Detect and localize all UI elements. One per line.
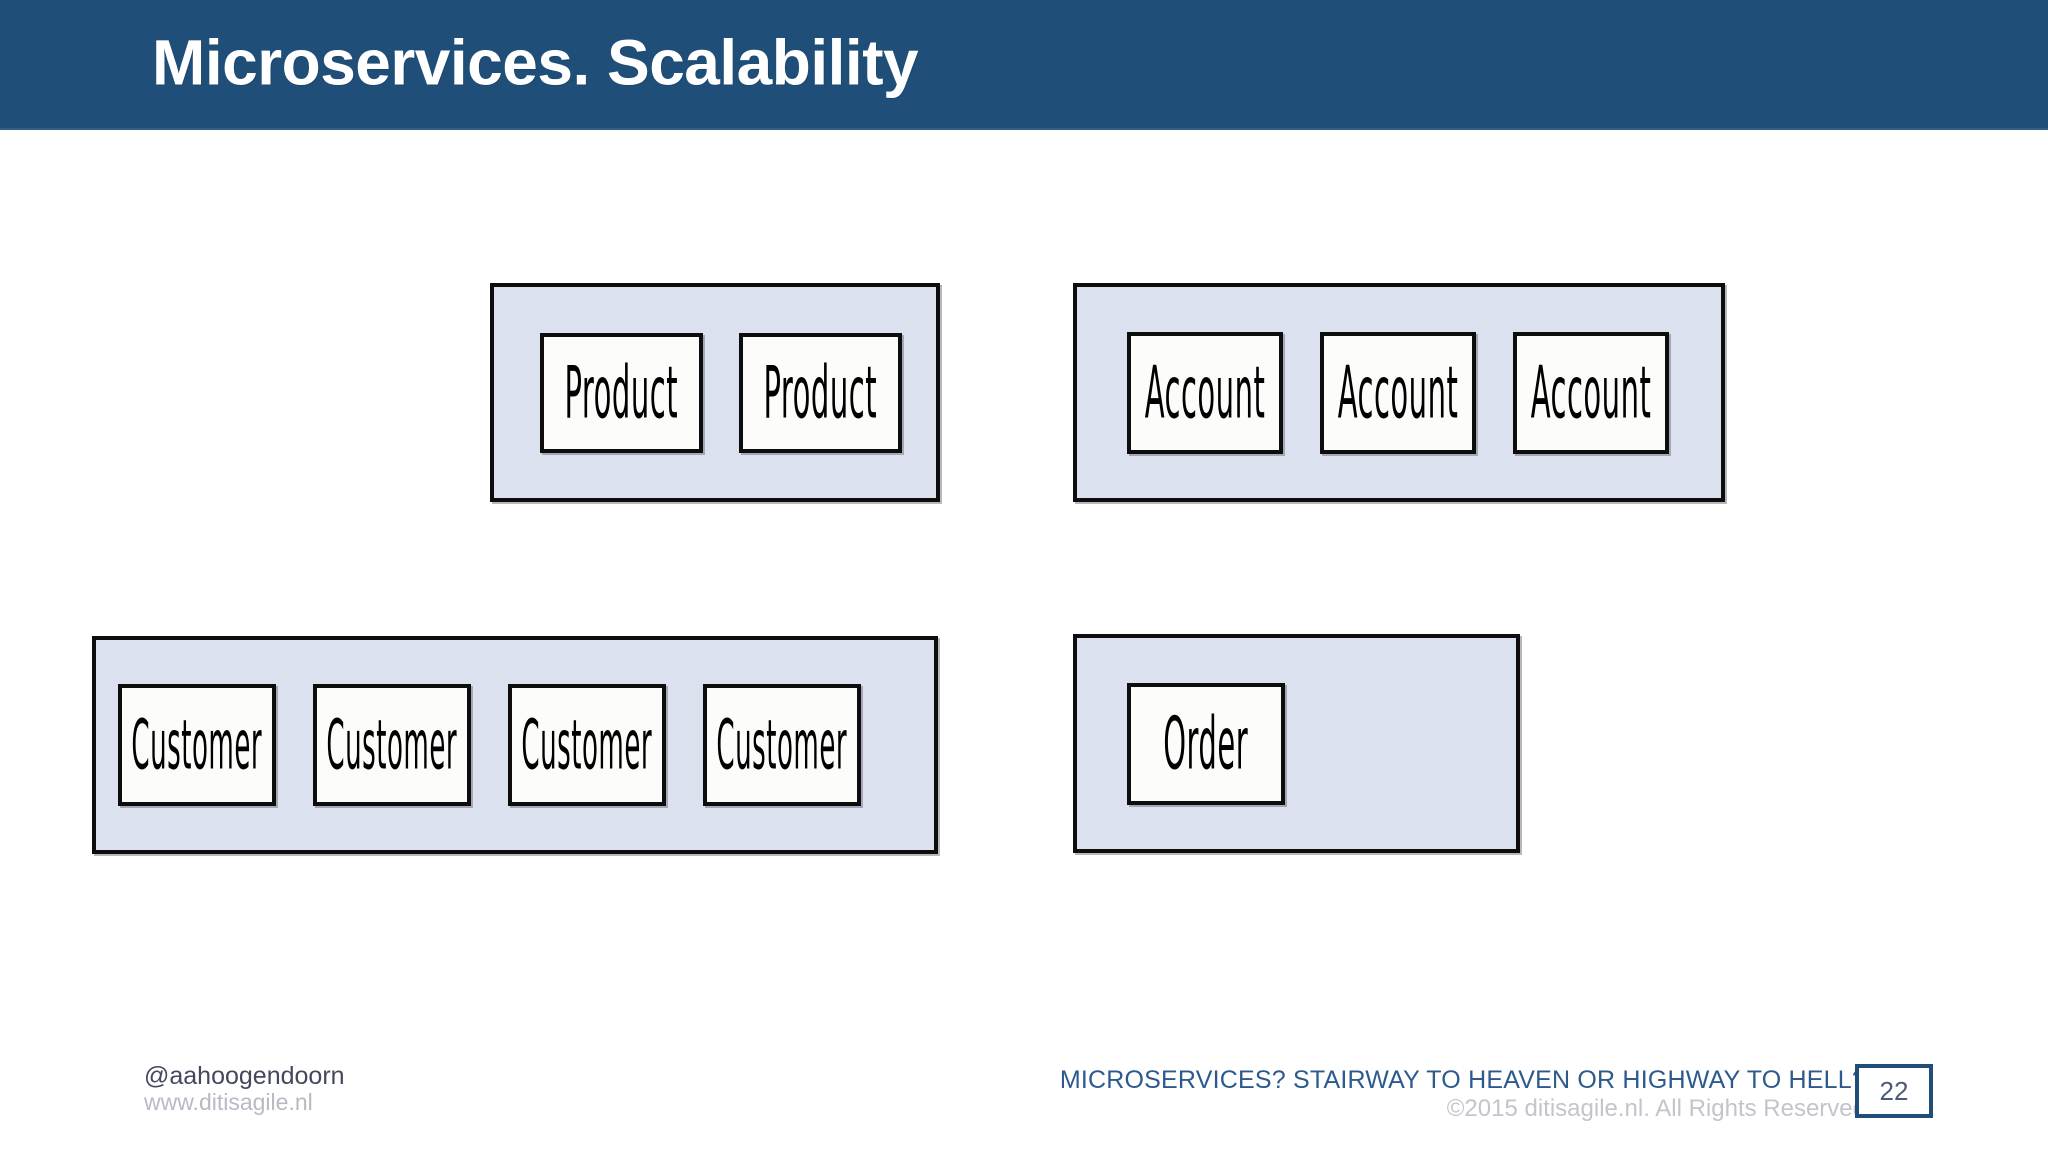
footer-right: MICROSERVICES? STAIRWAY TO HEAVEN OR HIG…: [1060, 1066, 1866, 1123]
page-number: 22: [1879, 1075, 1909, 1106]
service-instance-account[interactable]: Account: [1513, 331, 1669, 454]
page-title: Microservices. Scalability: [152, 26, 919, 99]
service-instance-label: Customer: [326, 704, 458, 786]
instance-list-account: Account Account Account: [1077, 331, 1669, 454]
author-website: www.ditisagile.nl: [144, 1089, 313, 1116]
service-instance-customer[interactable]: Customer: [508, 684, 666, 806]
instance-list-customer: Customer Customer Customer Customer: [96, 684, 861, 806]
service-instance-label: Customer: [716, 704, 848, 786]
service-instance-account[interactable]: Account: [1127, 331, 1283, 454]
footer-left: @aahoogendoorn www.ditisagile.nl: [144, 1062, 345, 1116]
service-instance-label: Account: [1337, 349, 1459, 435]
service-instance-label: Order: [1163, 700, 1249, 786]
service-instance-label: Account: [1530, 349, 1652, 435]
service-instance-customer[interactable]: Customer: [118, 684, 276, 806]
service-instance-label: Product: [763, 349, 878, 435]
service-instance-product[interactable]: Product: [540, 332, 703, 453]
service-instance-label: Customer: [131, 704, 263, 786]
service-instance-label: Product: [564, 349, 679, 435]
title-banner: Microservices. Scalability: [0, 0, 2048, 130]
service-group-account[interactable]: Account Account Account: [1073, 283, 1725, 502]
service-group-order[interactable]: Order: [1073, 634, 1520, 853]
author-handle: @aahoogendoorn: [144, 1062, 345, 1090]
service-instance-label: Customer: [521, 704, 653, 786]
service-instance-order[interactable]: Order: [1127, 682, 1285, 805]
instance-list-order: Order: [1077, 682, 1285, 805]
service-instance-customer[interactable]: Customer: [313, 684, 471, 806]
service-instance-customer[interactable]: Customer: [703, 684, 861, 806]
service-instance-account[interactable]: Account: [1320, 331, 1476, 454]
copyright-notice: ©2015 ditisagile.nl. All Rights Reserved: [1446, 1095, 1866, 1122]
instance-list-product: Product Product: [494, 332, 902, 453]
service-instance-product[interactable]: Product: [739, 332, 902, 453]
page-number-box: 22: [1855, 1064, 1933, 1118]
service-group-product[interactable]: Product Product: [490, 283, 940, 502]
service-group-customer[interactable]: Customer Customer Customer Customer: [92, 636, 938, 854]
service-instance-label: Account: [1144, 349, 1266, 435]
deck-title: MICROSERVICES? STAIRWAY TO HEAVEN OR HIG…: [1059, 1066, 1866, 1094]
